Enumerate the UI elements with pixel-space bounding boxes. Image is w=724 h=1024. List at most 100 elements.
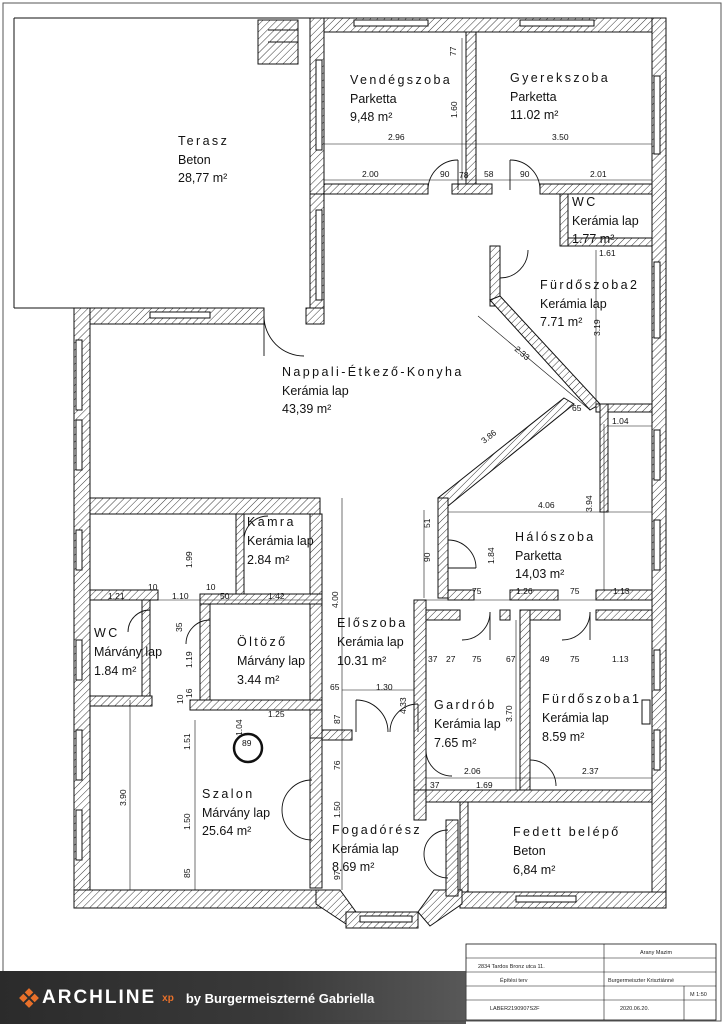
room-text: Parketta: [510, 90, 557, 104]
dim-label: 1.26: [516, 586, 533, 596]
tb-scale: M 1:50: [690, 992, 707, 998]
room-text: Gardrób: [434, 698, 497, 712]
dim-label: 1.42: [268, 591, 285, 601]
dim-label: 10: [206, 582, 216, 592]
title-block: 2834 Tardos Bronz utca 11. Építési terv …: [465, 943, 717, 1021]
room-text: 8.59 m²: [542, 730, 584, 744]
dim-label: 1.04: [612, 416, 629, 426]
dim-label: 1.84: [486, 547, 496, 564]
dim-label: 65: [572, 403, 582, 413]
dim-label: 3.90: [118, 789, 128, 806]
dim-label: 1.99: [184, 551, 194, 568]
walls: [73, 17, 667, 929]
logo-banner: [0, 971, 466, 1024]
room-text: Öltöző: [237, 635, 288, 649]
dim-label: 90: [520, 169, 530, 179]
room-text: Terasz: [178, 134, 229, 148]
dim-label: 49: [540, 654, 550, 664]
dim-label: 90: [422, 552, 432, 562]
room-text: Hálószoba: [515, 530, 596, 544]
room-text: Kerámia lap: [332, 842, 399, 856]
room-text: Nappali-Étkező-Konyha: [282, 364, 464, 379]
dim-label: 2.37: [582, 766, 599, 776]
room-text: Gyerekszoba: [510, 71, 610, 85]
room-text: 43,39 m²: [282, 402, 331, 416]
logo-brand: ARCHLINE: [42, 987, 157, 1008]
room-text: 2.84 m²: [247, 553, 289, 567]
room-text: Szalon: [202, 787, 255, 801]
dim-label: 90: [440, 169, 450, 179]
room-text: Kamra: [247, 515, 296, 529]
archline-logo-icon: [19, 988, 39, 1008]
tb-date: 2020.06.20.: [620, 1006, 650, 1012]
room-text: 1.84 m²: [94, 664, 136, 678]
dim-label: 1.30: [376, 682, 393, 692]
room-text: WC: [572, 195, 598, 209]
room-text: 6,84 m²: [513, 863, 555, 877]
tb-number: LABER2190907S2F: [490, 1006, 540, 1012]
dim-label: 75: [472, 654, 482, 664]
room-text: Előszoba: [337, 616, 408, 630]
windows: [75, 19, 661, 923]
dim-label: 85: [182, 868, 192, 878]
dim-label: 65: [330, 682, 340, 692]
dim-label: 37: [430, 780, 440, 790]
room-wc-left: WC Márvány lap 1.84 m²: [94, 626, 162, 678]
dim-label: 75: [570, 586, 580, 596]
room-text: Márvány lap: [237, 654, 305, 668]
room-text: 9,48 m²: [350, 110, 392, 124]
room-text: Beton: [178, 153, 211, 167]
dim-label: 1.25: [268, 709, 285, 719]
dim-label: 51: [422, 518, 432, 528]
room-text: Fürdőszoba1: [542, 692, 641, 706]
dim-label: 78: [459, 170, 469, 180]
dim-label: 3.94: [584, 495, 594, 512]
room-text: 7.65 m²: [434, 736, 476, 750]
terrace-steps: [257, 19, 299, 65]
dim-label: 2.00: [362, 169, 379, 179]
room-text: Kerámia lap: [434, 717, 501, 731]
room-text: WC: [94, 626, 120, 640]
logo-credit: by Burgermeiszterné Gabriella: [185, 990, 375, 1006]
dim-label: 97: [332, 870, 342, 880]
room-text: 3.44 m²: [237, 673, 279, 687]
room-text: Parketta: [515, 549, 562, 563]
room-text: 7.71 m²: [540, 315, 582, 329]
dim-label: 27: [446, 654, 456, 664]
dim-label: 4.06: [538, 500, 555, 510]
room-text: 28,77 m²: [178, 171, 227, 185]
room-text: Márvány lap: [202, 806, 270, 820]
room-text: Márvány lap: [94, 645, 162, 659]
dim-label: 87: [332, 714, 342, 724]
dim-label: 67: [506, 654, 516, 664]
dim-label: 1.19: [184, 651, 194, 668]
dim-label: 89: [242, 738, 252, 748]
terrace-outline: [13, 17, 310, 309]
dim-label: 75: [472, 586, 482, 596]
room-text: Fogadórész: [332, 823, 422, 837]
room-text: 10.31 m²: [337, 654, 386, 668]
tb-drawing: Építési terv: [500, 977, 528, 984]
dim-label: 35: [174, 622, 184, 632]
room-text: Fedett belépő: [513, 825, 621, 839]
room-text: Kerámia lap: [542, 711, 609, 725]
dim-label: 2.01: [590, 169, 607, 179]
dim-label: 1.50: [182, 813, 192, 830]
dim-label: 3.19: [592, 319, 602, 336]
dim-label: 58: [484, 169, 494, 179]
room-text: 1.77 m²: [572, 232, 614, 246]
dim-label: 50: [220, 591, 230, 601]
dim-label: 1.61: [599, 248, 616, 258]
dim-label: 3.70: [504, 705, 514, 722]
